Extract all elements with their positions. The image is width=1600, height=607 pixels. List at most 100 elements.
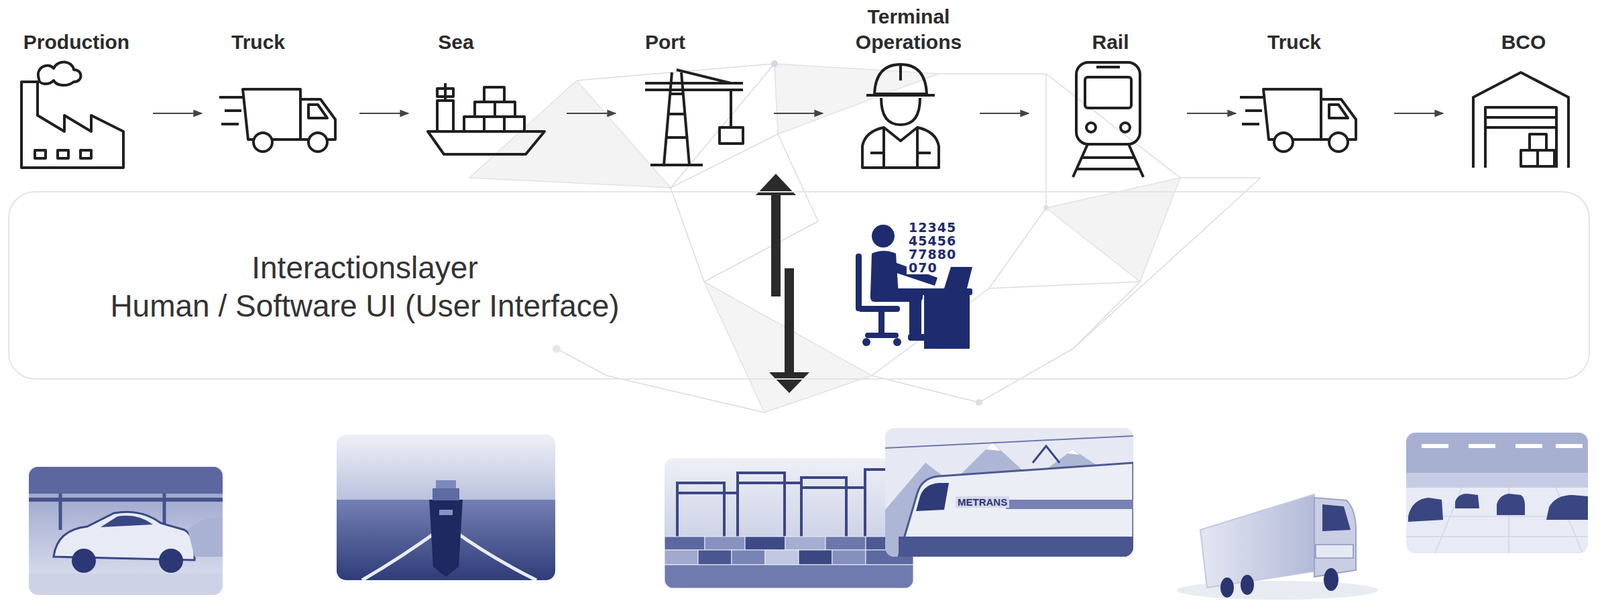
factory-icon-part <box>80 150 92 159</box>
worker-icon-part <box>917 151 931 155</box>
crane-icon-part <box>729 89 733 128</box>
crane-icon-part <box>650 163 703 167</box>
truck-icon-part <box>1329 104 1348 119</box>
production-photo-part <box>28 466 223 595</box>
truck-icon-part <box>1241 122 1260 126</box>
factory-icon-part <box>38 61 82 86</box>
port-photo-part-part <box>765 549 799 565</box>
network-mesh-part <box>979 348 1073 403</box>
stage-label: Port <box>645 29 686 55</box>
truck-icon-part <box>308 104 328 119</box>
port-photo-part-part <box>798 549 833 565</box>
ship-photo-part <box>336 499 556 581</box>
port-photo-part <box>664 458 914 589</box>
production-photo-part <box>28 573 223 595</box>
network-mesh-part <box>989 207 1047 289</box>
worker-icon <box>862 64 939 168</box>
truck-photo-part <box>1322 504 1351 532</box>
truck-icon-part <box>221 122 239 126</box>
stage-label: BCO <box>1501 29 1547 55</box>
truck-photo-part <box>1240 574 1254 595</box>
network-mesh-part <box>552 344 561 353</box>
double-arrow-part <box>769 268 810 393</box>
factory-icon <box>21 61 124 168</box>
ship-photo-part <box>429 499 463 577</box>
network-mesh-part <box>606 375 765 413</box>
flow-arrow <box>773 112 823 114</box>
network-mesh-part <box>989 281 1140 289</box>
photo-caption: METRANS <box>955 496 1010 508</box>
warehouse-photo-part-part <box>1546 494 1588 520</box>
stage-label: Truck <box>1267 29 1322 55</box>
train-icon <box>1072 62 1144 178</box>
ship-icon-part <box>484 87 505 102</box>
truck-icon-part <box>242 89 301 140</box>
warehouse-icon-part <box>1529 134 1547 151</box>
screen-number: 12345 <box>906 220 959 235</box>
network-mesh-part <box>871 375 980 403</box>
interaction-layer-band: InteractionslayerHuman / Software UI (Us… <box>8 191 1590 380</box>
port-photo-part-part <box>677 482 738 537</box>
warehouse-photo-part-part <box>1406 535 1588 538</box>
train-photo-part <box>885 435 1134 448</box>
network-mesh-part <box>938 73 1047 75</box>
production-photo-part <box>71 548 96 573</box>
crane-icon-part <box>719 127 744 144</box>
process-stage: Truck <box>1235 0 1395 180</box>
band-text: Human / Software UI (User Interface) <box>83 287 647 326</box>
warehouse-photo-part <box>1406 472 1588 488</box>
network-mesh-part <box>1180 177 1261 179</box>
truck-icon-part <box>1245 109 1263 112</box>
network-mesh-part <box>576 63 775 81</box>
warehouse-photo-part <box>1406 487 1588 554</box>
warehouse-photo-part-part <box>1455 493 1480 509</box>
network-mesh-part <box>1072 177 1261 349</box>
person-at-desk <box>855 224 973 349</box>
truck-icon-part <box>219 95 243 99</box>
warehouse-icon-part <box>1473 72 1569 168</box>
stage-label: Sea <box>437 29 474 55</box>
ship-icon-part <box>484 116 505 132</box>
process-stage: Terminal Operations <box>822 0 980 180</box>
truck-photo-part <box>1315 544 1354 558</box>
truck-icon-part <box>1274 132 1293 152</box>
port-photo-part-part <box>745 536 786 550</box>
warehouse-photo-part-part <box>1408 497 1444 522</box>
worker-icon-part <box>882 128 886 168</box>
truck-icon-part <box>224 109 242 112</box>
port-photo-part-part <box>731 549 766 565</box>
band-text-block: InteractionslayerHuman / Software UI (Us… <box>83 248 647 326</box>
screen-number: 070 <box>906 260 940 275</box>
train-icon-part <box>1072 144 1088 178</box>
train-icon-part <box>1084 77 1132 108</box>
network-mesh-part <box>1072 281 1140 349</box>
production-photo-part <box>28 497 223 502</box>
truck-icon <box>219 89 336 152</box>
crane-icon-part <box>645 88 744 92</box>
port-photo-part-part <box>737 472 802 537</box>
port-photo-part <box>664 536 914 589</box>
port-photo-part-part <box>825 536 866 550</box>
train-photo-part <box>916 482 949 511</box>
person-at-desk-part <box>855 253 862 312</box>
person-at-desk-part <box>944 266 973 289</box>
train-photo-part <box>885 427 1134 557</box>
production-photo-part <box>100 515 153 528</box>
truck-icon-part <box>1239 95 1264 99</box>
factory-icon-part <box>21 81 124 168</box>
train-photo-part <box>885 442 1134 557</box>
network-mesh-part <box>771 60 778 68</box>
stage-label: Terminal Operations <box>834 4 983 55</box>
warehouse-icon-part <box>1485 116 1557 119</box>
worker-icon-part <box>899 64 902 81</box>
flow-arrow <box>1394 112 1444 114</box>
ship-icon-part <box>437 100 454 132</box>
truck-photo-part <box>1314 497 1356 577</box>
person-at-desk-part <box>893 337 902 347</box>
warehouse-photo-part <box>1406 432 1588 473</box>
ship-photo-part <box>336 434 556 502</box>
worker-icon-part <box>862 127 939 168</box>
ship-icon-part <box>427 131 545 155</box>
port-photo-part-part <box>664 564 914 589</box>
warehouse-photo-part <box>1408 493 1588 522</box>
